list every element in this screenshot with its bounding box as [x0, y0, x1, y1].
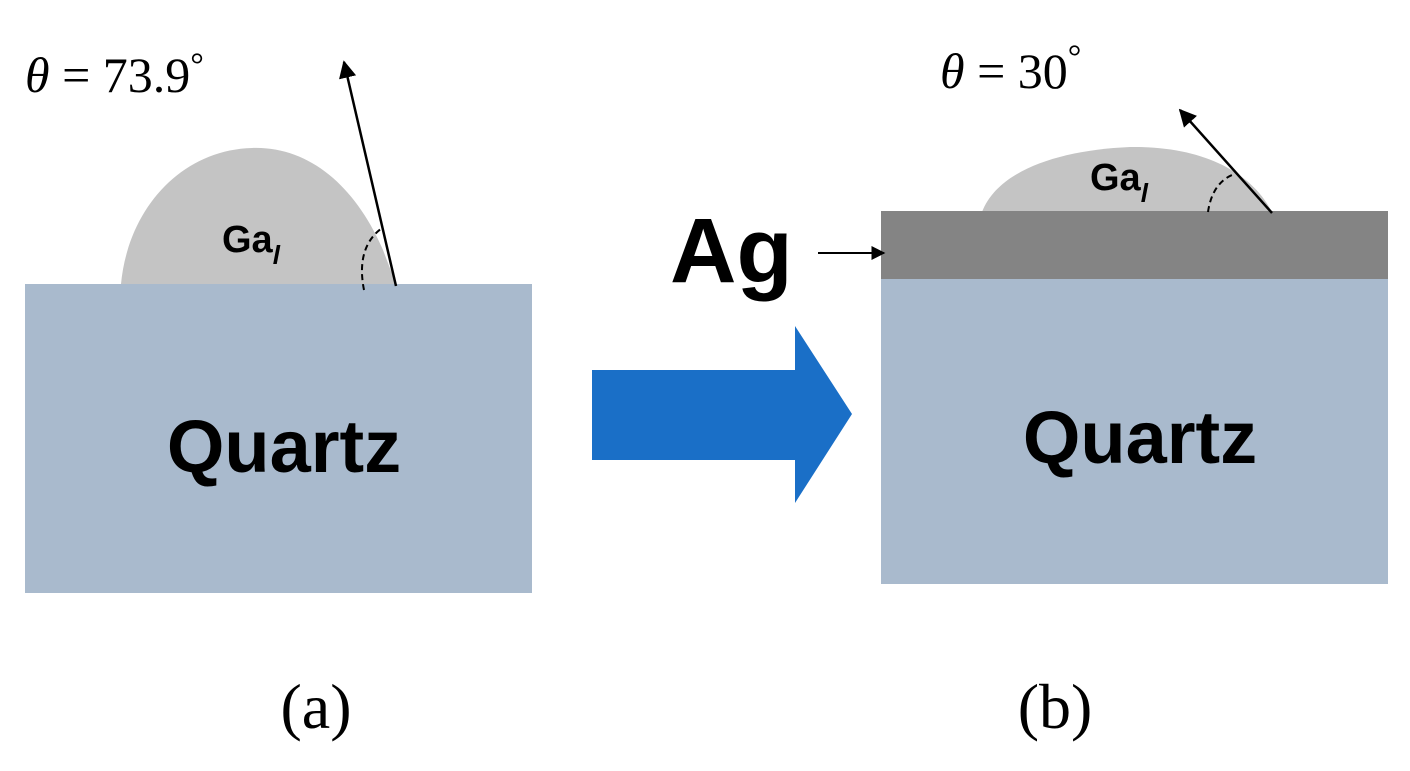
panel-a-degree-sign: ° [190, 47, 204, 84]
panel-b-tangent-arrow [1178, 108, 1273, 214]
panel-b-angle-label: θ = 30° [940, 39, 1081, 99]
panel-b-angle-value: = 30 [965, 43, 1068, 99]
panel-a-angle-value: = 73.9 [50, 47, 191, 103]
panel-a-substrate-label: Quartz [167, 405, 401, 488]
panel-b-caption: (b) [1018, 671, 1093, 742]
panel-a-caption: (a) [280, 671, 351, 742]
panel-b: θ = 30° Gal Quartz Ag (b) [670, 39, 1388, 742]
panel-a-contact-angle-arc [361, 227, 383, 291]
panel-a-droplet-label: Gal [222, 219, 281, 270]
panel-b-gallium-droplet [982, 146, 1272, 212]
panel-a-angle-label: θ = 73.9° [25, 47, 204, 103]
panel-b-coating-label: Ag [670, 200, 793, 302]
panel-b-quartz-substrate [881, 279, 1388, 584]
process-arrow [592, 326, 852, 503]
panel-b-theta-symbol: θ [940, 43, 965, 99]
panel-b-degree-sign: ° [1068, 39, 1082, 76]
panel-a: θ = 73.9° Gal Quartz (a) [25, 47, 532, 742]
panel-a-theta-symbol: θ [25, 47, 50, 103]
panel-b-silver-layer [881, 211, 1388, 279]
panel-a-tangent-arrow [339, 60, 398, 287]
panel-a-gallium-droplet [121, 147, 396, 284]
panel-b-droplet-label: Gal [1090, 157, 1149, 208]
panel-b-substrate-label: Quartz [1023, 396, 1257, 479]
panel-b-contact-angle-arc [1207, 174, 1233, 213]
panel-a-quartz-substrate [25, 284, 532, 593]
